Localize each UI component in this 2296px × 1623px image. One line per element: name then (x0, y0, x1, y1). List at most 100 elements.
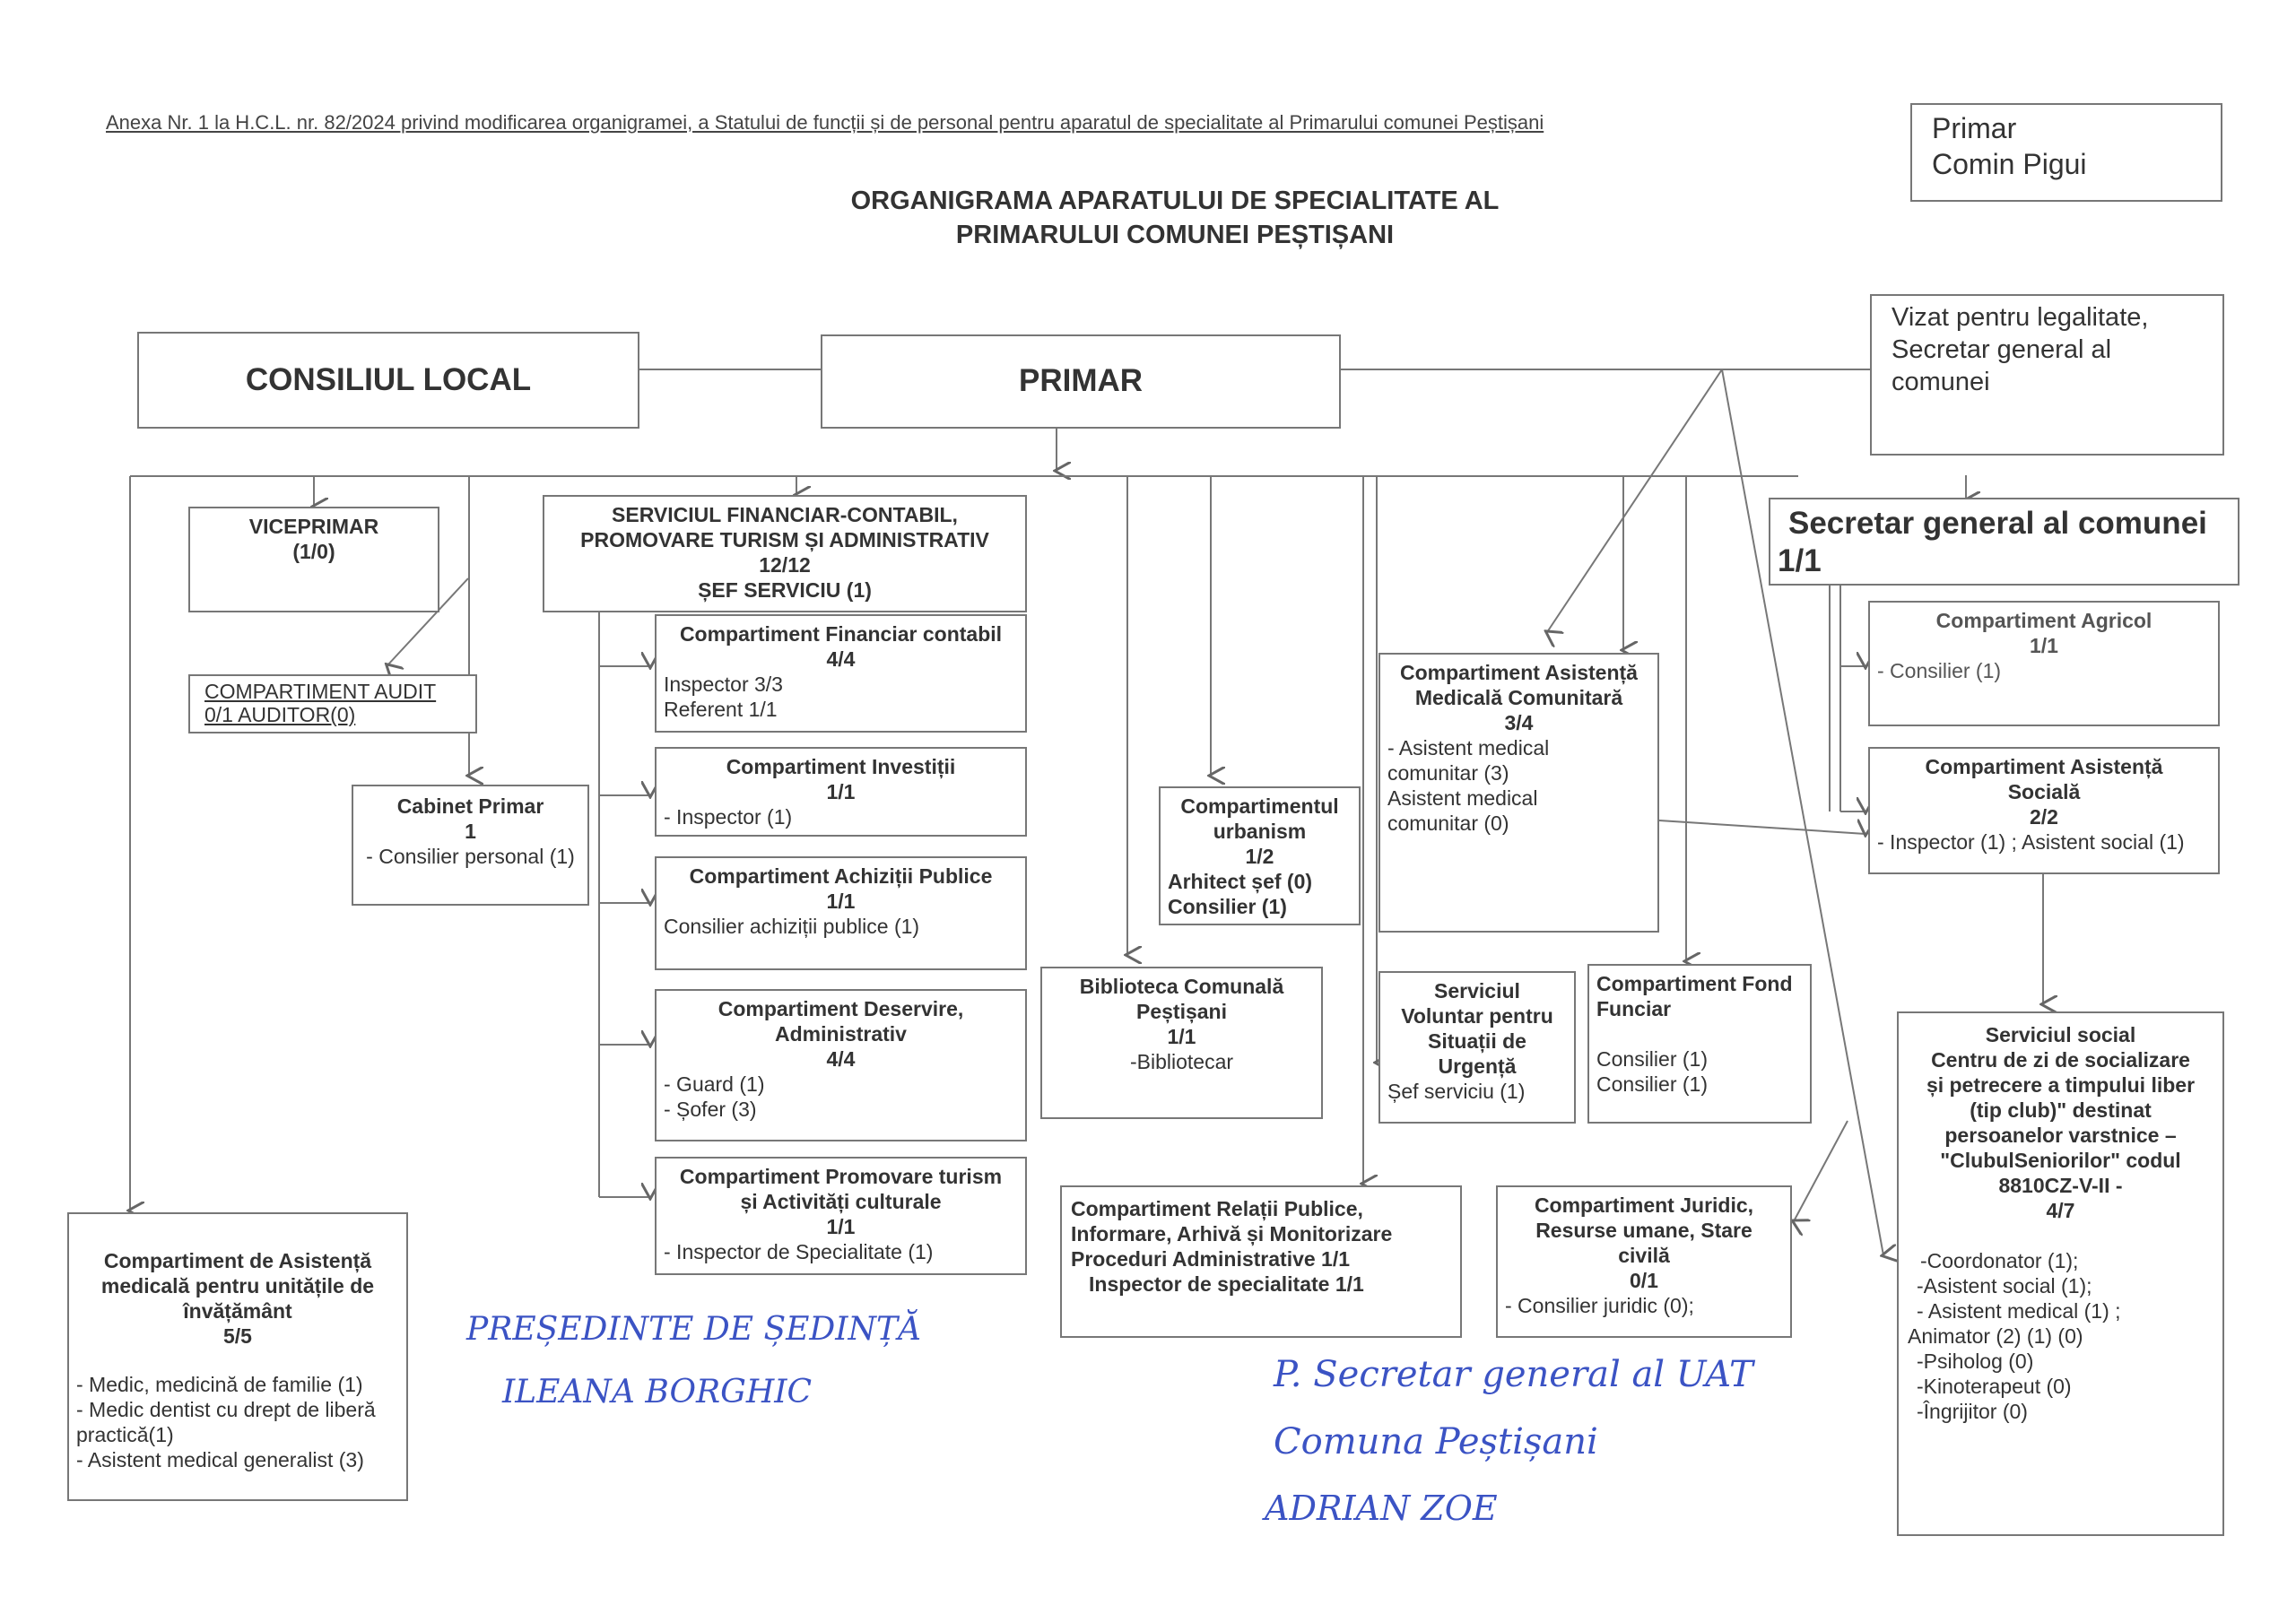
serviciu-social-item: -Kinoterapeut (0) (1917, 1375, 2072, 1398)
asistenta-comunitara-box: Compartiment Asistență Medicală Comunita… (1378, 653, 1659, 933)
vizat-line2: Secretar general al comunei (1892, 335, 2112, 396)
chart-title-line1: ORGANIGRAMA APARATULUI DE SPECIALITATE A… (850, 187, 1500, 215)
asistenta-scoli-title1: Compartiment de Asistență (103, 1249, 372, 1272)
serviciu-financiar-line1: SERVICIUL FINANCIAR-CONTABIL, (612, 503, 958, 526)
situatii-urgenta-box: Serviciul Voluntar pentru Situații de Ur… (1378, 971, 1576, 1124)
cabinet-count: 1 (465, 820, 476, 843)
juridic-count: 0/1 (1630, 1269, 1658, 1292)
asistenta-comunitara-title2: Medicală Comunitară (1414, 686, 1623, 709)
agricol-count: 1/1 (2030, 634, 2058, 657)
serviciu-financiar-line3: 12/12 (759, 553, 811, 577)
relatii-publice-line2: Informare, Arhivă și Monitorizare (1071, 1222, 1393, 1245)
secretar-general-box: Secretar general al comunei 1/1 (1769, 498, 2239, 586)
audit-line1: COMPARTIMENT AUDIT (204, 680, 437, 703)
serviciu-social-title-line: 4/7 (2046, 1199, 2075, 1222)
deservire-item: - Șofer (3) (664, 1098, 757, 1121)
serviciu-social-title-line: 8810CZ-V-II - (1998, 1174, 2123, 1197)
chart-title: ORGANIGRAMA APARATULUI DE SPECIALITATE A… (735, 184, 1614, 252)
asistenta-scoli-item: - Medic, medicină de familie (1) (76, 1373, 363, 1396)
situatii-urgenta-title4: Urgență (1438, 1055, 1517, 1078)
deservire-item: - Guard (1) (664, 1072, 765, 1096)
financiar-contabil-item: Inspector 3/3 (664, 673, 783, 696)
urbanism-title2: urbanism (1213, 820, 1307, 843)
chart-title-line2: PRIMARULUI COMUNEI PEȘTIȘANI (955, 221, 1395, 249)
audit-line2: 0/1 AUDITOR(0) (204, 703, 356, 726)
serviciu-social-item: -Coordonator (1); (1920, 1249, 2079, 1272)
relatii-publice-line3: Proceduri Administrative 1/1 (1071, 1247, 1351, 1271)
deservire-count: 4/4 (826, 1047, 856, 1071)
handwritten-secretary-line3: ADRIAN ZOE (1265, 1488, 1498, 1528)
serviciu-social-title-line: Centru de zi de socializare (1931, 1048, 2190, 1072)
viceprimar-box: VICEPRIMAR (1/0) (188, 507, 439, 612)
primar-signature-box: Primar Comin Pigui (1910, 103, 2222, 202)
fond-funciar-title2: Funciar (1596, 997, 1672, 1020)
biblioteca-box: Biblioteca Comunală Peștișani 1/1 -Bibli… (1040, 967, 1323, 1119)
juridic-title1: Compartiment Juridic, (1534, 1193, 1754, 1217)
asistenta-comunitara-item: - Asistent medical (1387, 736, 1550, 759)
consiliul-local-box: CONSILIUL LOCAL (137, 332, 639, 429)
audit-box: COMPARTIMENT AUDIT 0/1 AUDITOR(0) (188, 674, 477, 733)
asistenta-sociala-count: 2/2 (2030, 805, 2058, 829)
serviciu-social-item: -Psiholog (0) (1917, 1350, 2034, 1373)
serviciu-social-title-line: Serviciul social (1985, 1023, 2136, 1046)
asistenta-scoli-title2: medicală pentru unitățile de (100, 1274, 375, 1298)
biblioteca-title1: Biblioteca Comunală (1079, 975, 1284, 998)
situatii-urgenta-item: Șef serviciu (1) (1387, 1080, 1526, 1103)
serviciu-social-title-line: și petrecere a timpului liber (1926, 1073, 2196, 1097)
situatii-urgenta-title2: Voluntar pentru (1401, 1004, 1553, 1028)
asistenta-sociala-item: - Inspector (1) ; Asistent social (1) (1877, 830, 2185, 854)
handwritten-president-line2: ILEANA BORGHIC (502, 1374, 813, 1410)
financiar-contabil-box: Compartiment Financiar contabil 4/4 Insp… (655, 614, 1027, 733)
situatii-urgenta-title3: Situații de (1428, 1029, 1526, 1053)
relatii-publice-box: Compartiment Relații Publice, Informare,… (1060, 1185, 1462, 1338)
urbanism-count: 1/2 (1245, 845, 1274, 868)
primar-box: PRIMAR (821, 334, 1341, 429)
asistenta-scoli-box: Compartiment de Asistență medicală pentr… (67, 1212, 408, 1501)
achizitii-item: Consilier achiziții publice (1) (664, 915, 920, 938)
fond-funciar-item: Consilier (1) (1596, 1072, 1708, 1096)
primar-label: PRIMAR (1018, 363, 1144, 398)
urbanism-title1: Compartimentul (1180, 794, 1339, 818)
achizitii-count: 1/1 (826, 890, 856, 913)
relatii-publice-line1: Compartiment Relații Publice, (1071, 1197, 1363, 1220)
investitii-count: 1/1 (826, 780, 856, 803)
handwritten-secretary-line1: P. Secretar general al UAT (1274, 1354, 1753, 1395)
asistenta-comunitara-count: 3/4 (1504, 711, 1534, 734)
consiliul-local-label: CONSILIUL LOCAL (245, 362, 532, 397)
urbanism-item: Arhitect șef (0) (1168, 870, 1313, 893)
asistenta-sociala-title1: Compartiment Asistență (1925, 755, 2163, 778)
asistenta-sociala-title2: Socială (2007, 780, 2081, 803)
asistenta-comunitara-item: Asistent medical (1387, 786, 1538, 810)
promovare-title1: Compartiment Promovare turism (679, 1165, 1003, 1188)
agricol-item: - Consilier (1) (1877, 659, 2002, 682)
promovare-box: Compartiment Promovare turism și Activit… (655, 1157, 1027, 1275)
financiar-contabil-count: 4/4 (826, 647, 856, 671)
juridic-title2: Resurse umane, Stare (1535, 1219, 1752, 1242)
cabinet-primar-box: Cabinet Primar 1 - Consilier personal (1… (352, 785, 589, 906)
agricol-title: Compartiment Agricol (1935, 609, 2152, 632)
primar-signature-role: Primar (1932, 112, 2017, 144)
fond-funciar-spacer (1596, 1021, 1803, 1046)
serviciu-social-title-line: persoanelor varstnice – (1944, 1124, 2177, 1147)
viceprimar-count: (1/0) (292, 540, 335, 563)
asistenta-scoli-title3: învățământ (183, 1299, 292, 1323)
investitii-box: Compartiment Investiții 1/1 - Inspector … (655, 747, 1027, 837)
secretar-general-title: Secretar general al comunei (1788, 506, 2207, 541)
asistenta-scoli-count: 5/5 (223, 1324, 252, 1348)
juridic-item: - Consilier juridic (0); (1505, 1294, 1694, 1317)
serviciu-social-title: Serviciul social Centru de zi de sociali… (1908, 1022, 2213, 1223)
serviciu-social-box: Serviciul social Centru de zi de sociali… (1897, 1011, 2224, 1536)
biblioteca-item: -Bibliotecar (1129, 1050, 1234, 1073)
cabinet-title: Cabinet Primar (396, 794, 544, 818)
urbanism-item: Consilier (1) (1168, 895, 1287, 918)
financiar-contabil-item: Referent 1/1 (664, 698, 778, 721)
investitii-item: - Inspector (1) (664, 805, 793, 829)
asistenta-scoli-item: - Medic dentist cu drept de liberă (76, 1398, 376, 1421)
serviciu-social-title-line: (tip club)" destinat (1970, 1098, 2152, 1122)
asistenta-comunitara-item: comunitar (0) (1387, 812, 1509, 835)
promovare-title2: și Activități culturale (740, 1190, 942, 1213)
asistenta-comunitara-item: comunitar (3) (1387, 761, 1509, 785)
juridic-title3: civilă (1618, 1244, 1670, 1267)
viceprimar-title: VICEPRIMAR (248, 515, 379, 538)
